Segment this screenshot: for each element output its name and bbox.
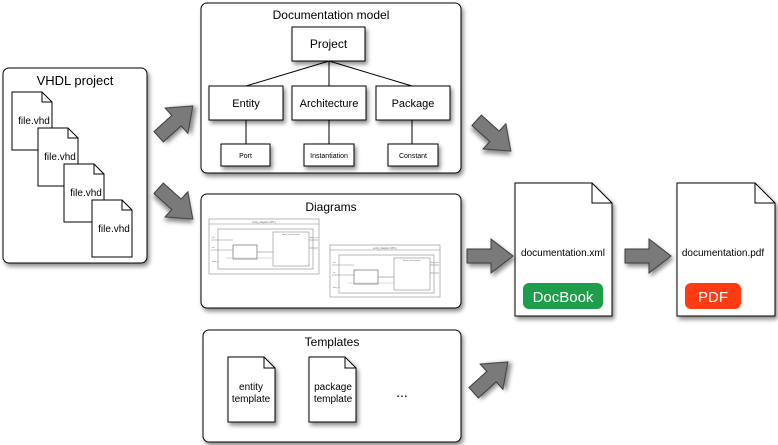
svg-text:clk: clk bbox=[212, 237, 214, 239]
arrow-xml-to-pdf bbox=[624, 237, 672, 275]
svg-text:entity: entity bbox=[239, 382, 263, 393]
svg-text:Port: Port bbox=[239, 153, 252, 160]
svg-text:rst: rst bbox=[333, 271, 336, 274]
documentation-xml-doc: documentation.xml DocBook bbox=[514, 182, 613, 317]
vhdl-file-label: file.vhd bbox=[44, 152, 76, 163]
model-connectors bbox=[245, 60, 413, 144]
vhdl-file-4: file.vhd bbox=[91, 199, 133, 258]
svg-text:Package: Package bbox=[392, 98, 435, 110]
vhdl-file-label: file.vhd bbox=[98, 224, 130, 235]
svg-text:clk: clk bbox=[333, 262, 335, 264]
svg-text:Architecture: Architecture bbox=[300, 98, 359, 110]
svg-text:entity_diagram (RTL): entity_diagram (RTL) bbox=[373, 247, 397, 250]
diagram-thumbnail-2: entity_diagram (RTL) block_architecture … bbox=[329, 244, 441, 298]
svg-text:data_out: data_out bbox=[431, 261, 439, 264]
vhdl-project-panel: VHDL project file.vhd file.vhd file.vhd … bbox=[2, 67, 148, 264]
arrow-vhdl-to-diagrams bbox=[153, 182, 194, 220]
diagrams-panel: Diagrams entity_diagram (RTL) block_arch… bbox=[200, 193, 462, 309]
documentation-pdf-filename: documentation.pdf bbox=[682, 248, 765, 259]
pdf-badge-label: PDF bbox=[698, 289, 728, 306]
model-node-package: Package bbox=[375, 85, 451, 121]
documentation-xml-filename: documentation.xml bbox=[521, 248, 605, 259]
model-node-port: Port bbox=[220, 143, 271, 167]
svg-text:entity_diagram (RTL): entity_diagram (RTL) bbox=[252, 221, 276, 224]
vhdl-project-title: VHDL project bbox=[37, 73, 114, 88]
documentation-model-title: Documentation model bbox=[273, 8, 390, 22]
flow-arrows bbox=[153, 105, 672, 399]
diagrams-title: Diagrams bbox=[305, 200, 356, 214]
svg-text:Constant: Constant bbox=[399, 153, 427, 160]
model-node-architecture: Architecture bbox=[291, 85, 367, 121]
documentation-pdf-doc: documentation.pdf PDF bbox=[676, 182, 776, 317]
pdf-badge bbox=[685, 283, 741, 309]
svg-text:package: package bbox=[314, 382, 352, 393]
svg-text:template: template bbox=[314, 394, 353, 405]
svg-text:rst: rst bbox=[212, 246, 215, 249]
arrow-model-to-xml bbox=[471, 114, 512, 152]
arrow-diagrams-to-xml bbox=[466, 237, 514, 275]
templates-title: Templates bbox=[305, 335, 360, 349]
vhdl-file-label: file.vhd bbox=[70, 188, 102, 199]
templates-panel: Templates entity template package templa… bbox=[202, 329, 462, 443]
vhdl-file-label: file.vhd bbox=[18, 116, 50, 127]
template-entity: entity template bbox=[227, 356, 276, 423]
documentation-model-panel: Documentation model Project Entity Archi… bbox=[200, 2, 462, 174]
svg-text:Instantiation: Instantiation bbox=[310, 153, 348, 160]
svg-text:data_in: data_in bbox=[212, 260, 219, 263]
svg-text:data_out: data_out bbox=[310, 236, 318, 239]
svg-text:template: template bbox=[232, 394, 271, 405]
svg-text:Entity: Entity bbox=[232, 98, 260, 110]
docbook-badge-label: DocBook bbox=[533, 289, 594, 306]
templates-ellipsis: ... bbox=[396, 384, 408, 400]
model-node-instantiation: Instantiation bbox=[303, 143, 355, 167]
arrow-templates-to-xml bbox=[468, 361, 509, 399]
model-node-entity: Entity bbox=[208, 85, 284, 121]
svg-text:data_in: data_in bbox=[333, 286, 340, 289]
docbook-badge bbox=[523, 283, 603, 309]
model-node-constant: Constant bbox=[387, 143, 439, 167]
svg-text:block_architecture: block_architecture bbox=[282, 233, 301, 236]
template-package: package template bbox=[308, 356, 357, 423]
svg-text:Project: Project bbox=[310, 37, 348, 51]
diagram-thumbnail-1: entity_diagram (RTL) block_architecture … bbox=[208, 218, 320, 275]
arrow-vhdl-to-model bbox=[153, 105, 194, 143]
svg-text:block_architecture: block_architecture bbox=[403, 259, 422, 262]
model-node-project: Project bbox=[291, 26, 366, 62]
